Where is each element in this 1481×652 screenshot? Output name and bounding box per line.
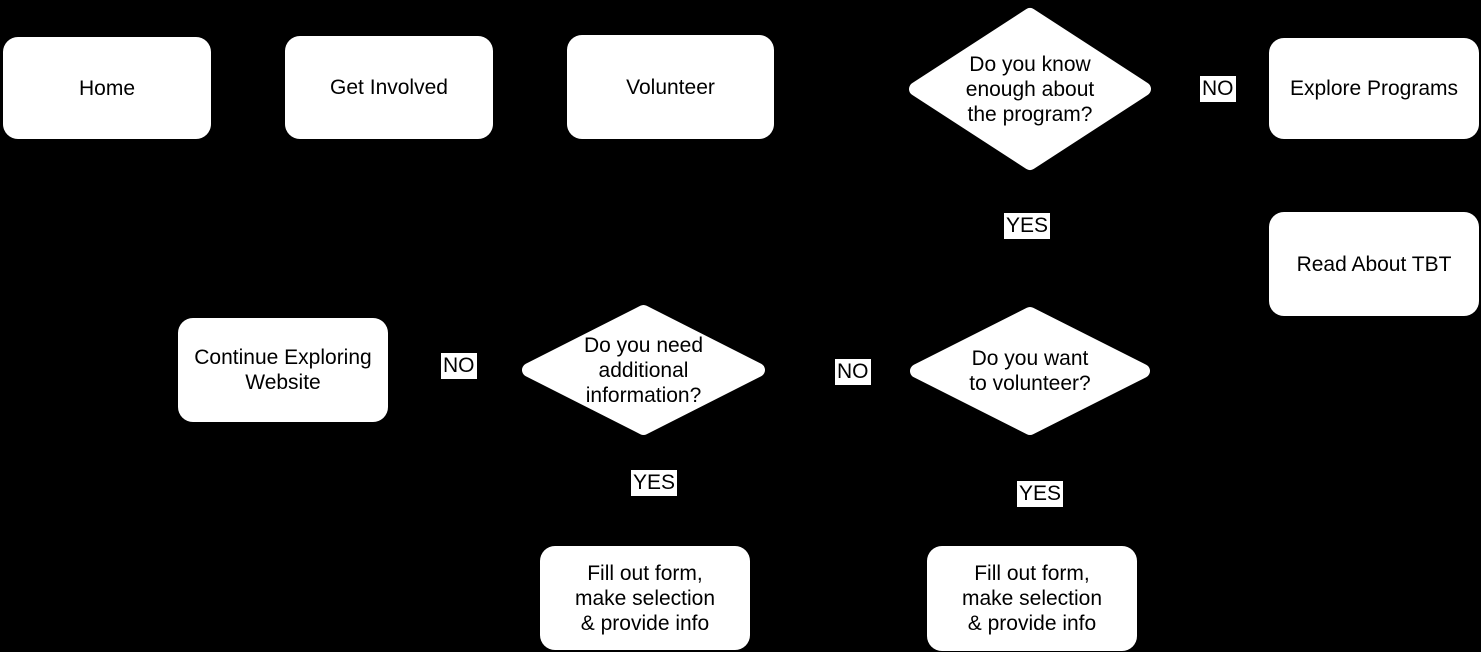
node-continue-exploring-website: Continue Exploring Website bbox=[178, 318, 388, 422]
decision-want-to-volunteer: Do you want to volunteer? bbox=[908, 305, 1152, 437]
node-explore-programs: Explore Programs bbox=[1269, 38, 1479, 139]
diamond-shape-icon bbox=[522, 305, 765, 435]
node-volunteer: Volunteer bbox=[567, 35, 774, 139]
node-explore-programs-label: Explore Programs bbox=[1289, 77, 1459, 100]
edge-label-need-info-no: NO bbox=[441, 353, 477, 379]
edge-label-know-enough-yes: YES bbox=[1004, 213, 1051, 239]
diamond-shape-icon bbox=[910, 307, 1150, 435]
node-home: Home bbox=[3, 37, 211, 139]
edge-label-want-volunteer-no: NO bbox=[835, 359, 871, 385]
node-fill-out-form-volunteer: Fill out form, make selection & provide … bbox=[927, 546, 1137, 651]
diamond-shape-icon bbox=[909, 8, 1151, 170]
decision-know-enough: Do you know enough about the program? bbox=[907, 6, 1153, 172]
edge-label-know-enough-no: NO bbox=[1200, 76, 1236, 102]
node-home-label: Home bbox=[78, 76, 136, 100]
node-continue-exploring-website-label: Continue Exploring Website bbox=[194, 346, 372, 394]
node-fill-out-form-volunteer-label: Fill out form, make selection & provide … bbox=[961, 562, 1103, 635]
node-get-involved: Get Involved bbox=[285, 36, 493, 139]
node-read-about-tbt: Read About TBT bbox=[1269, 212, 1479, 316]
node-volunteer-label: Volunteer bbox=[626, 75, 715, 99]
decision-know-enough-label: Do you know enough about the program? bbox=[965, 52, 1095, 126]
node-get-involved-label: Get Involved bbox=[330, 76, 448, 99]
node-fill-out-form-info-label: Fill out form, make selection & provide … bbox=[574, 561, 716, 635]
edge-label-need-info-yes: YES bbox=[631, 470, 678, 496]
decision-need-additional-info: Do you need additional information? bbox=[520, 303, 767, 437]
node-fill-out-form-info: Fill out form, make selection & provide … bbox=[540, 546, 750, 650]
node-read-about-tbt-label: Read About TBT bbox=[1296, 252, 1452, 276]
edge-label-want-volunteer-yes: YES bbox=[1017, 481, 1064, 507]
decision-need-additional-info-label: Do you need additional information? bbox=[583, 333, 704, 407]
decision-want-to-volunteer-label: Do you want to volunteer? bbox=[969, 347, 1091, 395]
